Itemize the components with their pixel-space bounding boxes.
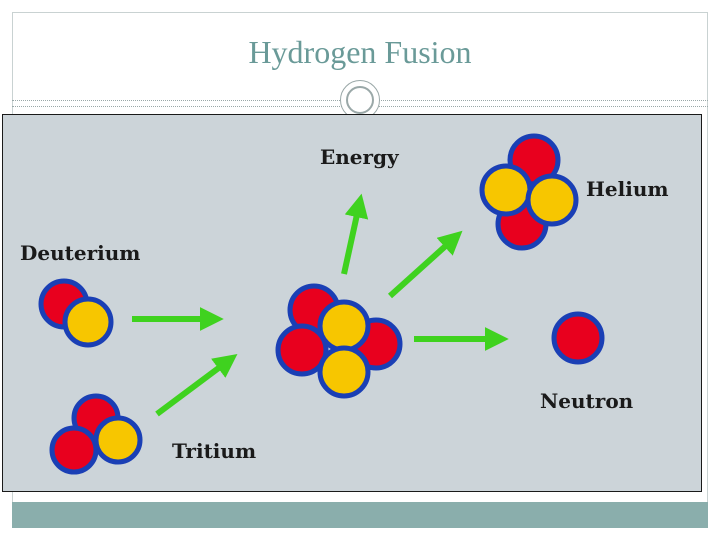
- label-energy: Energy: [320, 145, 400, 169]
- label-neutron: Neutron: [540, 389, 634, 413]
- arrow-center-to-helium: [387, 230, 463, 299]
- arrow-tritium-to-center: [155, 353, 238, 417]
- tritium-neutron: [93, 415, 143, 465]
- deuterium-neutron: [62, 296, 114, 348]
- fusion-diagram: Energy Helium Deuterium Neutron Tritium: [2, 114, 702, 492]
- helium-nucleus: [479, 133, 579, 251]
- center-neutron-bottom: [317, 345, 371, 399]
- slide-title: Hydrogen Fusion: [248, 34, 472, 70]
- label-deuterium: Deuterium: [20, 241, 140, 265]
- deuterium-nucleus: [38, 278, 114, 348]
- arrow-center-to-energy: [341, 193, 369, 275]
- helium-neutron-left: [479, 163, 533, 217]
- footer-bar: [12, 502, 708, 528]
- free-neutron: [551, 311, 605, 365]
- center-neutron-middle: [317, 299, 371, 353]
- divider-ornament-ring: [346, 86, 374, 114]
- center-proton-left: [275, 323, 329, 377]
- tritium-nucleus: [49, 393, 143, 475]
- tritium-proton-left: [49, 425, 99, 475]
- label-helium: Helium: [586, 177, 669, 201]
- fused-nucleus: [275, 283, 403, 399]
- label-tritium: Tritium: [172, 439, 256, 463]
- helium-neutron-right: [525, 173, 579, 227]
